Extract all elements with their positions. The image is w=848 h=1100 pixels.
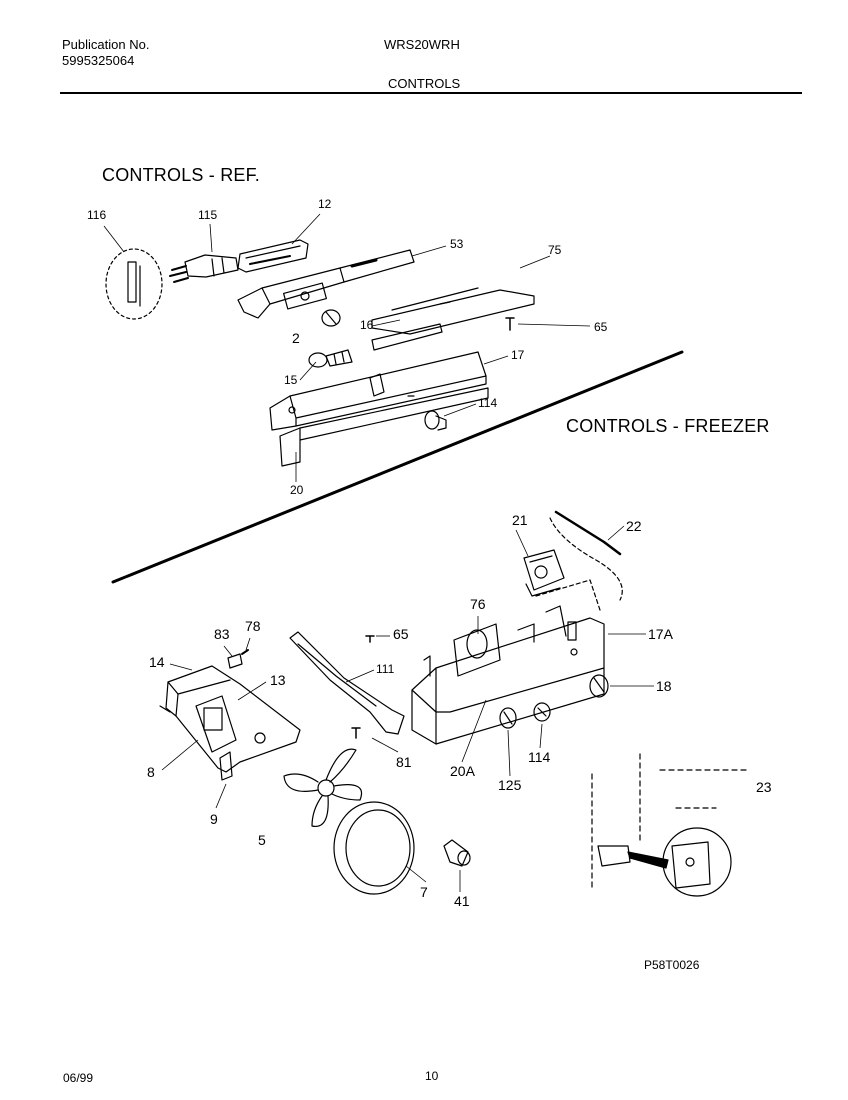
callout-41: 41 — [454, 893, 470, 909]
footer-date: 06/99 — [63, 1071, 94, 1085]
model-number: WRS20WRH — [384, 37, 460, 52]
callout-75: 75 — [548, 243, 562, 257]
fan-blade-part-5 — [284, 749, 362, 826]
section-divider — [113, 352, 682, 582]
callout-22: 22 — [626, 518, 642, 534]
callout-23: 23 — [756, 779, 772, 795]
callout-20a: 20A — [450, 763, 475, 779]
capillary-part-22 — [550, 512, 622, 600]
callout-8: 8 — [147, 764, 155, 780]
callout-14: 14 — [149, 654, 165, 670]
drawing-code: P58T0026 — [644, 958, 700, 972]
callout-2: 2 — [292, 330, 300, 346]
callout-78: 78 — [245, 618, 261, 634]
diffuser-part-16 — [372, 324, 442, 350]
callout-17: 17 — [511, 348, 525, 362]
publication-label: Publication No. — [62, 37, 150, 52]
callout-53: 53 — [450, 237, 464, 251]
callout-76: 76 — [470, 596, 486, 612]
knob-part-114-ref — [425, 411, 446, 430]
callout-20: 20 — [290, 483, 304, 497]
knob-part-2 — [322, 310, 340, 326]
callout-83: 83 — [214, 626, 230, 642]
freezer-controls-title: CONTROLS - FREEZER — [566, 416, 770, 436]
ref-controls-title: CONTROLS - REF. — [102, 165, 261, 185]
page-number: 10 — [425, 1069, 439, 1083]
callout-13: 13 — [270, 672, 286, 688]
mount-part-9 — [220, 752, 232, 780]
bulb-part-15 — [309, 350, 352, 367]
shroud-part-7 — [334, 802, 414, 894]
thermostat-part-21 — [524, 550, 564, 596]
socket-part-115 — [170, 255, 238, 282]
screw-part-65 — [506, 318, 514, 330]
callout-114: 114 — [478, 396, 498, 410]
screw-part-81 — [352, 728, 360, 738]
callout-17a: 17A — [648, 626, 673, 642]
callout-65-freezer: 65 — [393, 626, 409, 642]
screw-part-65-freezer — [366, 636, 374, 642]
switch-part-12 — [238, 240, 308, 272]
knob-part-125 — [500, 708, 516, 728]
callout-81: 81 — [396, 754, 412, 770]
callout-125: 125 — [498, 777, 522, 793]
callout-115: 115 — [198, 208, 218, 222]
motor-part-13 — [196, 696, 265, 752]
lamp-socket-part-116 — [106, 249, 162, 319]
duct-part-75 — [372, 288, 534, 334]
callout-21: 21 — [512, 512, 528, 528]
callout-65: 65 — [594, 320, 608, 334]
section-heading: CONTROLS — [388, 76, 461, 91]
callout-16: 16 — [360, 318, 374, 332]
callout-111: 111 — [376, 662, 395, 676]
callout-15: 15 — [284, 373, 298, 387]
knob-part-18 — [590, 675, 608, 697]
callout-5: 5 — [258, 832, 266, 848]
clip-part-83 — [228, 654, 242, 668]
callout-12: 12 — [318, 197, 332, 211]
callout-18: 18 — [656, 678, 672, 694]
publication-number: 5995325064 — [62, 53, 135, 68]
callout-114-freezer: 114 — [528, 749, 551, 765]
header-rule — [60, 92, 802, 94]
grommet-part-41 — [444, 840, 470, 866]
assembly-part-23 — [592, 754, 748, 896]
fan-bracket-part-14 — [160, 666, 300, 772]
control-housing-part-53 — [238, 250, 414, 318]
callout-9: 9 — [210, 811, 218, 827]
bracket-part-111 — [290, 632, 404, 734]
screw-part-78 — [242, 650, 248, 654]
front-panel-part-17 — [270, 352, 488, 466]
knob-part-114-freezer — [534, 703, 550, 721]
callout-7: 7 — [420, 884, 428, 900]
callout-116: 116 — [87, 208, 107, 222]
